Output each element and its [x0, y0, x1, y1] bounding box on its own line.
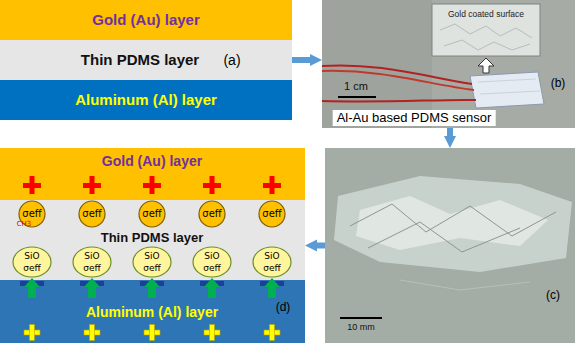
photo-background — [325, 148, 575, 343]
charge-label: σeff — [83, 263, 100, 274]
layer-band: Thin PDMS layer — [0, 40, 292, 80]
gold-layer — [0, 148, 305, 200]
gold-coated-film — [432, 4, 540, 56]
photo-note: Gold coated surface — [448, 9, 524, 19]
photo-caption: Al-Au based PDMS sensor — [333, 110, 496, 126]
panel: (d) Gold (Au) layerThin PDMS layerAluminu… — [0, 148, 305, 343]
scale-label: 1 cm — [344, 80, 368, 93]
crumpled-film — [356, 196, 548, 250]
panel-label: (c) — [546, 288, 560, 302]
panel: (a) Gold (Au) layerThin PDMS layerAluminu… — [0, 0, 292, 120]
layer-name: Gold (Au) layer — [92, 11, 200, 29]
photo-panel: Gold coated surface 1 cm Al-Au based PDMS … — [322, 0, 575, 128]
group-label: CH3 — [17, 220, 32, 228]
aluminum-layer — [0, 80, 292, 120]
flow-arrow — [447, 128, 453, 136]
photo-background — [322, 0, 575, 128]
charge-label: σeff — [143, 263, 160, 274]
photo-shade — [322, 0, 432, 128]
layer-name: Aluminum (Al) layer — [75, 91, 217, 109]
crumpled-film — [334, 176, 572, 272]
sensor-edges — [478, 79, 540, 94]
layer-band: Aluminum (Al) layer — [0, 280, 305, 343]
material-label: SiO — [204, 251, 219, 262]
material-label: SiO — [24, 251, 39, 262]
charge-label: σeff — [142, 208, 161, 220]
scale-bar — [340, 317, 382, 319]
layer-name: Gold (Au) layer — [102, 153, 202, 170]
panel-label: (a) — [223, 52, 240, 69]
charge-label: σeff — [22, 208, 41, 220]
pdms-layer — [0, 200, 305, 280]
panel-label: (d) — [276, 300, 291, 314]
charge-label: σeff — [263, 263, 280, 274]
layer-band: Aluminum (Al) layer — [0, 80, 292, 120]
pdms-sensor — [470, 72, 544, 108]
charge-label: σeff — [82, 208, 101, 220]
layer-band: Gold (Au) layer — [0, 0, 292, 40]
charge-label: σeff — [202, 208, 221, 220]
panel-label: (b) — [551, 76, 566, 90]
film-folds — [400, 280, 530, 290]
material-label: SiO — [84, 251, 99, 262]
scale-bar — [338, 96, 376, 98]
flow-arrow — [317, 243, 325, 249]
charge-label: σeff — [203, 263, 220, 274]
charge-circles — [19, 201, 285, 227]
yellow-charges — [24, 325, 280, 341]
flow-arrow — [292, 57, 310, 63]
green-arrows — [24, 278, 280, 298]
up-arrow — [478, 58, 494, 73]
film-folds — [350, 204, 556, 252]
red-wire — [322, 100, 476, 102]
layer-name: Thin PDMS layer — [81, 51, 199, 69]
film-crinkles — [440, 24, 532, 50]
material-label: SiO — [264, 251, 279, 262]
positive-charges — [23, 176, 281, 194]
pdms-layer — [0, 40, 292, 80]
charge-label: σeff — [23, 263, 40, 274]
sio-circles — [13, 247, 291, 277]
material-label: SiO — [144, 251, 159, 262]
layer-band: Gold (Au) layer — [0, 148, 305, 200]
layer-name: Thin PDMS layer — [101, 230, 204, 246]
photo-panel: 10 mm (c) — [325, 148, 575, 343]
scale-label: 10 mm — [347, 322, 375, 333]
layer-name: Aluminum (Al) layer — [86, 304, 218, 321]
gold-layer — [0, 0, 292, 40]
charge-label: σeff — [262, 208, 281, 220]
